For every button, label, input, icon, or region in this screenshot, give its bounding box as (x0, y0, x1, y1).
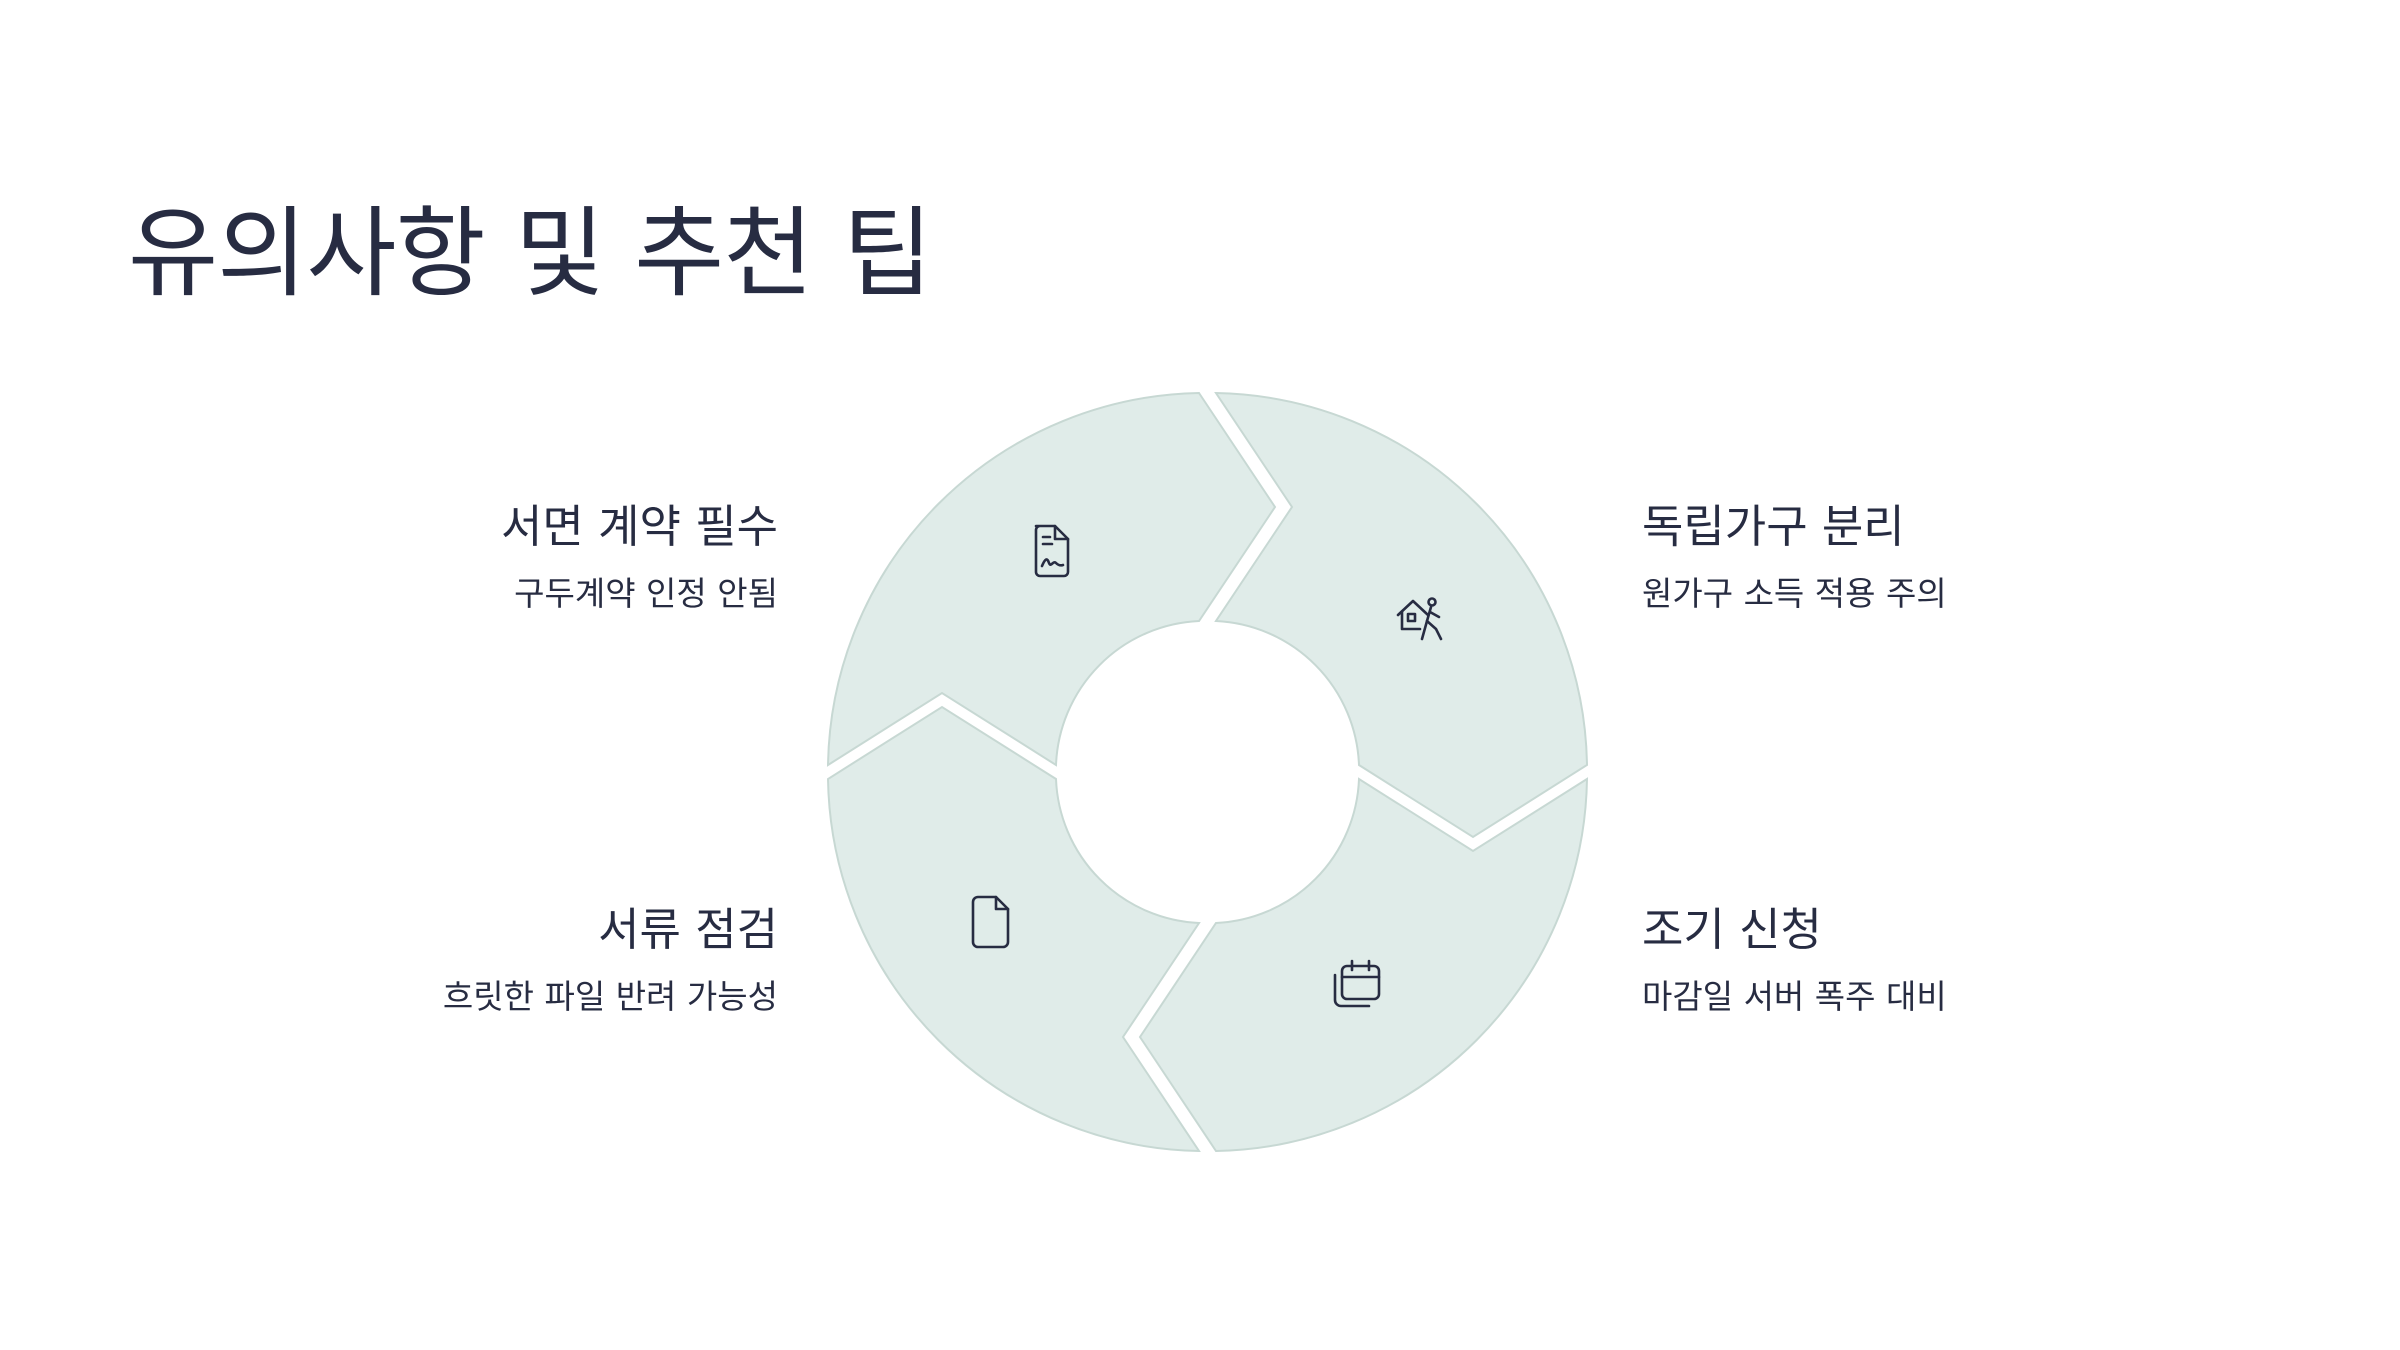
item-title: 독립가구 분리 (1642, 500, 1905, 553)
item-title: 서면 계약 필수 (500, 500, 778, 553)
item-title: 조기 신청 (1642, 903, 1822, 956)
cycle-segment-top-right (1214, 391, 1589, 839)
item-title: 서류 점검 (598, 903, 778, 956)
item-description: 흐릿한 파일 반려 가능성 (442, 977, 778, 1016)
item-description: 구두계약 인정 안됨 (514, 574, 778, 613)
item-top-left: 서면 계약 필수 구두계약 인정 안됨 (258, 497, 778, 617)
page-title: 유의사항 및 추천 팁 (128, 197, 933, 311)
cycle-segment-top-left (826, 391, 1277, 767)
item-description: 마감일 서버 폭주 대비 (1642, 977, 1947, 1016)
person-leaving-home-icon (1396, 597, 1443, 641)
item-bottom-right: 조기 신청 마감일 서버 폭주 대비 (1642, 900, 2162, 1020)
document-signature-icon (1034, 524, 1070, 578)
file-icon (971, 895, 1010, 949)
cycle-segment-bottom-right (1138, 777, 1589, 1153)
calendar-stack-icon (1333, 959, 1381, 1008)
cycle-segment-bottom-left (826, 705, 1201, 1153)
item-description: 원가구 소득 적용 주의 (1642, 574, 1947, 613)
item-top-right: 독립가구 분리 원가구 소득 적용 주의 (1642, 497, 2162, 617)
item-bottom-left: 서류 점검 흐릿한 파일 반려 가능성 (258, 900, 778, 1020)
